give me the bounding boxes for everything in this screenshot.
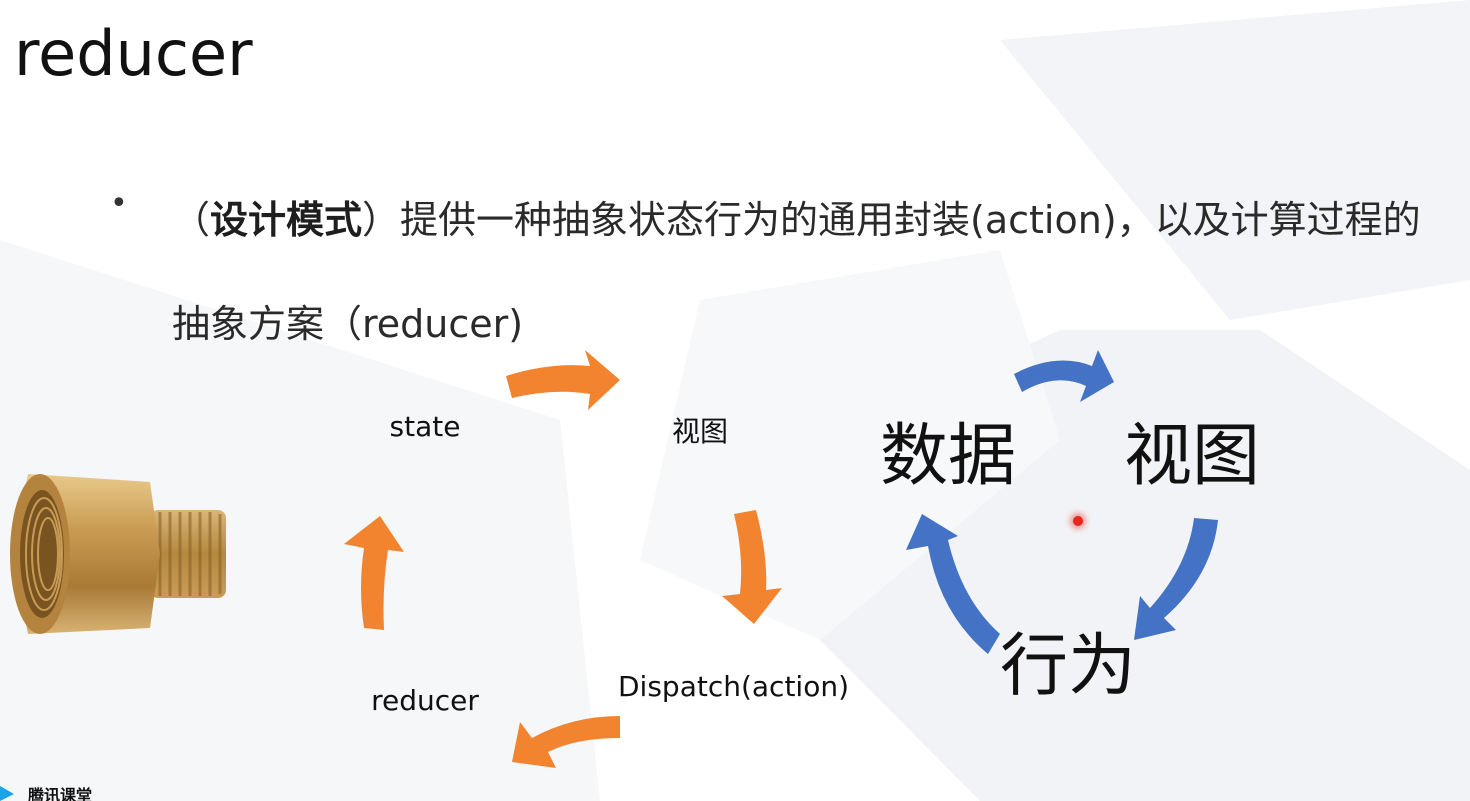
arrow-state-to-view <box>506 350 620 410</box>
label-reducer: reducer <box>371 684 479 717</box>
arrow-action-to-data <box>906 514 1000 654</box>
bullet-text: （设计模式）提供一种抽象状态行为的通用封装(action)，以及计算过程的抽象方… <box>172 168 1432 376</box>
arrow-data-to-view <box>1014 350 1114 402</box>
arrow-dispatch-to-reducer <box>512 716 620 768</box>
label-state: state <box>389 410 461 443</box>
bullet-rest: ）提供一种抽象状态行为的通用封装(action)，以及计算过程的抽象方案（red… <box>172 198 1421 346</box>
label-data: 数据 <box>880 417 1017 496</box>
label-view: 视图 <box>671 415 728 448</box>
slide-title: reducer <box>14 17 253 90</box>
bullet-open-paren: （ <box>172 198 211 242</box>
arrow-view-to-action <box>1134 518 1218 640</box>
label-action: 行为 <box>1000 627 1137 706</box>
brass-fitting-image <box>10 474 226 634</box>
arrow-reducer-to-state <box>344 516 404 630</box>
tencent-classroom-logo-icon <box>0 786 14 801</box>
orange-arrows <box>344 350 782 768</box>
label-view-large: 视图 <box>1124 417 1261 496</box>
bullet-bold-term: 设计模式 <box>210 198 363 242</box>
arrow-view-to-dispatch <box>722 510 782 624</box>
blue-arrows <box>906 350 1218 654</box>
laser-pointer-dot <box>1073 516 1083 526</box>
bullet-point: • <box>110 186 128 221</box>
footer-brand: 腾讯课堂 <box>28 786 93 801</box>
label-dispatch-action: Dispatch(action) <box>618 670 850 703</box>
